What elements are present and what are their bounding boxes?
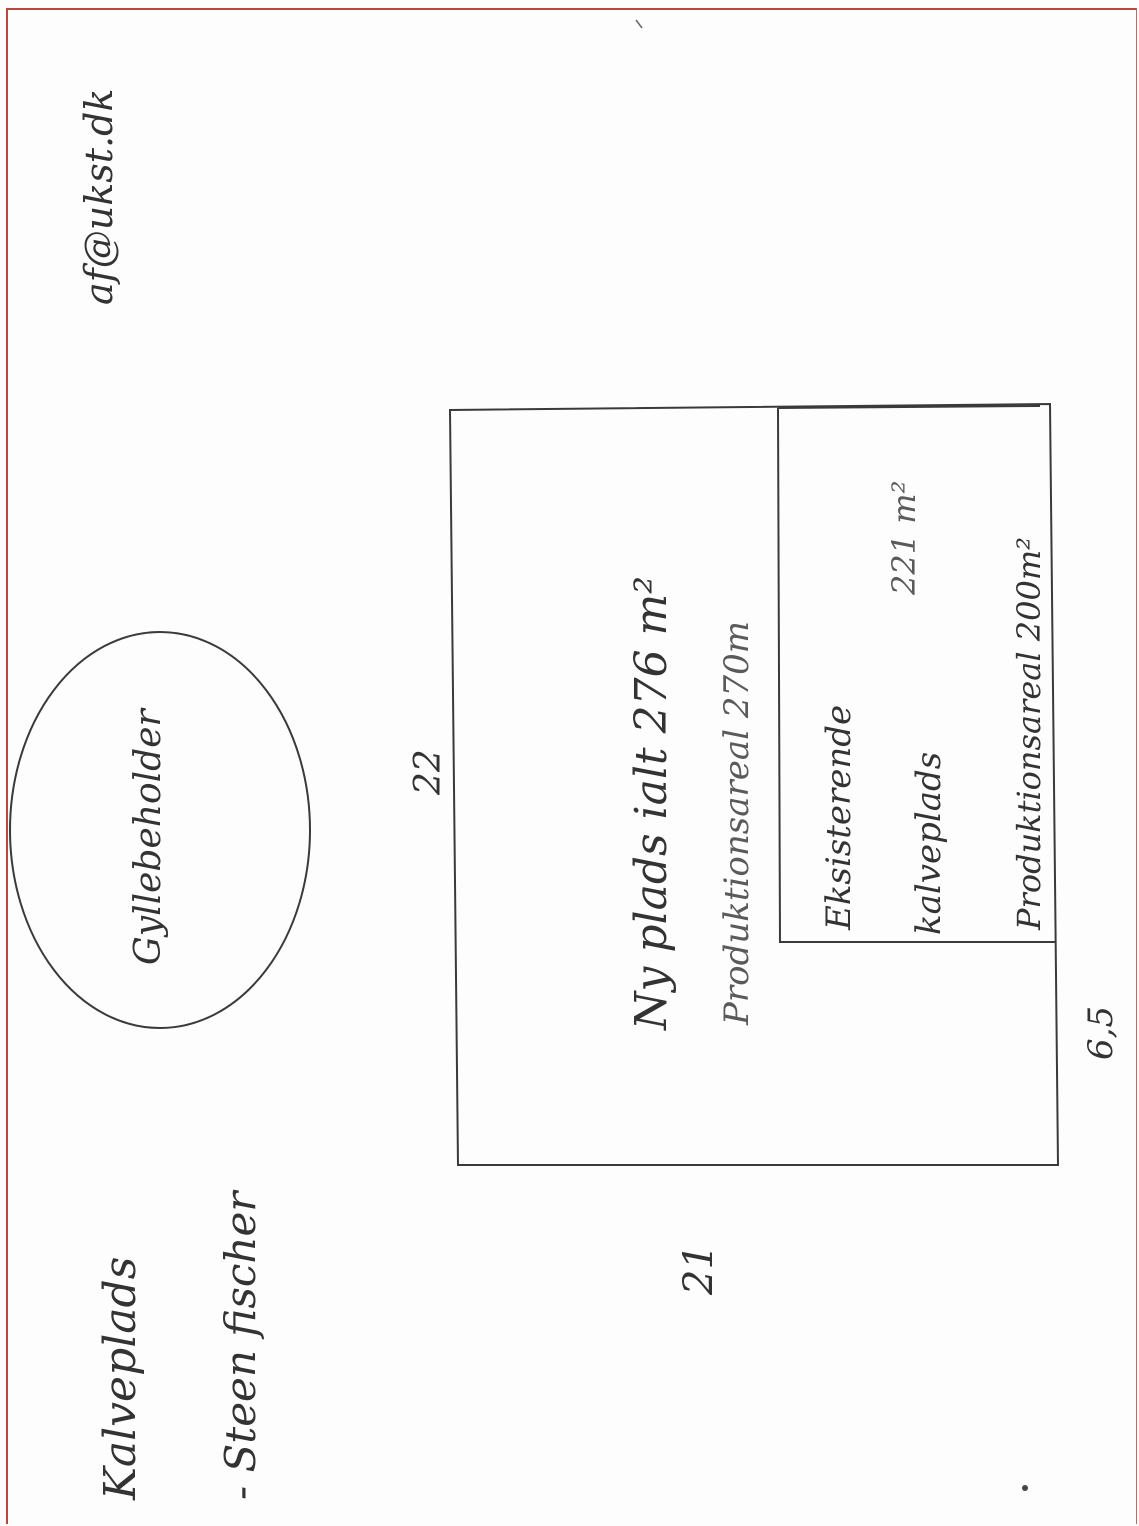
- dimension-21: 21: [676, 1244, 722, 1296]
- existing-pen-outline: [777, 407, 1056, 943]
- tank-label: Gyllebeholder: [128, 708, 169, 966]
- sheet-border: [6, 8, 1137, 1524]
- dimension-6-5: 6,5: [1081, 1006, 1121, 1060]
- new-plot-area-text: Ny plads ialt 276 m²: [626, 576, 677, 1031]
- existing-pen-top-edge: [777, 405, 1041, 409]
- stray-dot: [1022, 1485, 1028, 1491]
- author-text: - Steen fischer: [216, 1189, 265, 1500]
- existing-pen-area-text: 221 m²: [885, 481, 923, 596]
- title-text: Kalveplads: [95, 1257, 146, 1501]
- email-text: af@ukst.dk: [77, 89, 121, 305]
- new-plot-production-text: Produktionsareal 270m: [717, 621, 757, 1026]
- dimension-22: 22: [408, 749, 449, 796]
- new-plot-outline: [448, 402, 1060, 1166]
- stray-mark: [635, 19, 643, 29]
- existing-pen-label-1: Eksisterende: [819, 705, 859, 931]
- existing-pen-label-2: kalveplads: [909, 752, 949, 935]
- existing-pen-production-text: Produktionsareal 200m²: [1010, 537, 1048, 931]
- manure-tank-outline: [9, 631, 311, 1029]
